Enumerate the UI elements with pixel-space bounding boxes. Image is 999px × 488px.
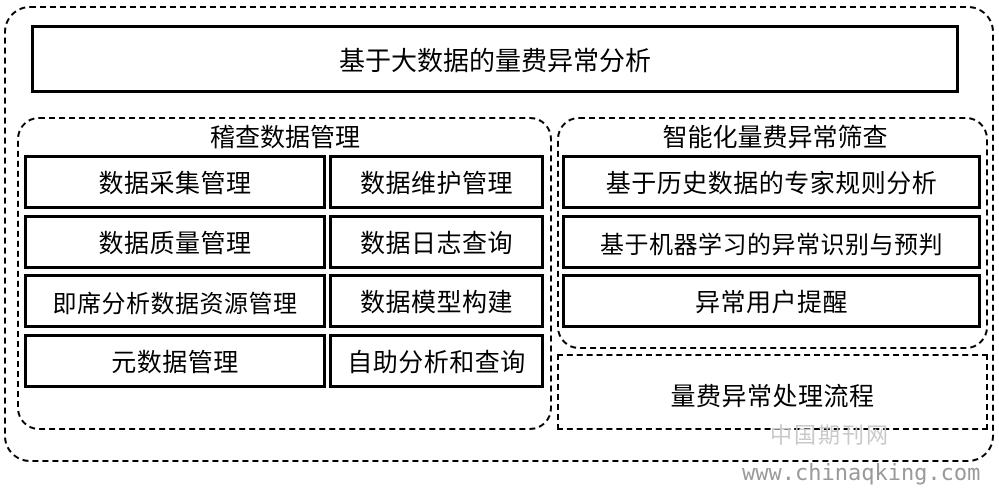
intelligent-screening-title: 智能化量费异常筛查 <box>640 120 910 152</box>
intelligent-screening-section <box>557 117 988 349</box>
data-collection-management-box: 数据采集管理 <box>24 155 326 209</box>
audit-data-management-title: 稽查数据管理 <box>210 120 360 152</box>
data-log-query-box: 数据日志查询 <box>329 215 544 269</box>
expert-rule-analysis-box: 基于历史数据的专家规则分析 <box>562 155 981 209</box>
data-maintenance-management-box: 数据维护管理 <box>329 155 544 209</box>
self-service-analysis-query-box: 自助分析和查询 <box>329 334 544 388</box>
data-quality-management-box: 数据质量管理 <box>24 215 326 269</box>
diagram-title: 基于大数据的量费异常分析 <box>31 25 959 93</box>
watermark-cn: 中国期刊网 <box>770 424 891 449</box>
watermark-url: www.chinaqking.com <box>742 461 981 486</box>
adhoc-analysis-data-resource-box: 即席分析数据资源管理 <box>24 274 326 328</box>
abnormal-user-alert-box: 异常用户提醒 <box>562 274 981 328</box>
data-model-building-box: 数据模型构建 <box>329 274 544 328</box>
outer-container <box>4 6 994 462</box>
audit-data-management-section <box>17 117 552 430</box>
ml-anomaly-detection-box: 基于机器学习的异常识别与预判 <box>562 215 981 269</box>
anomaly-handling-process-box: 量费异常处理流程 <box>557 354 988 430</box>
metadata-management-box: 元数据管理 <box>24 334 326 388</box>
